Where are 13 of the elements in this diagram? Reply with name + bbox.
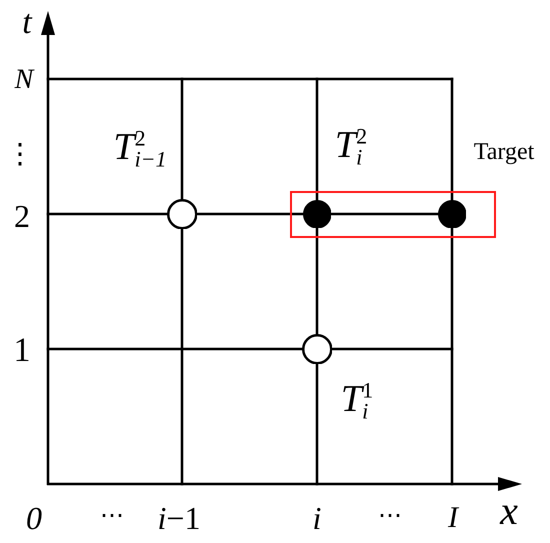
tick-label: i <box>312 502 322 534</box>
tick-label: N <box>14 66 34 94</box>
tick-label: 1 <box>14 334 30 368</box>
axis-title: t <box>22 6 32 40</box>
tick-label: i−1 <box>158 502 200 534</box>
axis-title: x <box>500 491 518 531</box>
tick-label: I <box>448 503 458 533</box>
tick-ellipsis: ⋯ <box>100 504 124 528</box>
tick-label: 2 <box>14 200 30 232</box>
tick-ellipsis: ⋮ <box>6 141 34 169</box>
origin-label: 0 <box>26 502 42 534</box>
frame-caption: Target <box>474 140 534 164</box>
tick-ellipsis: ⋯ <box>378 504 402 528</box>
